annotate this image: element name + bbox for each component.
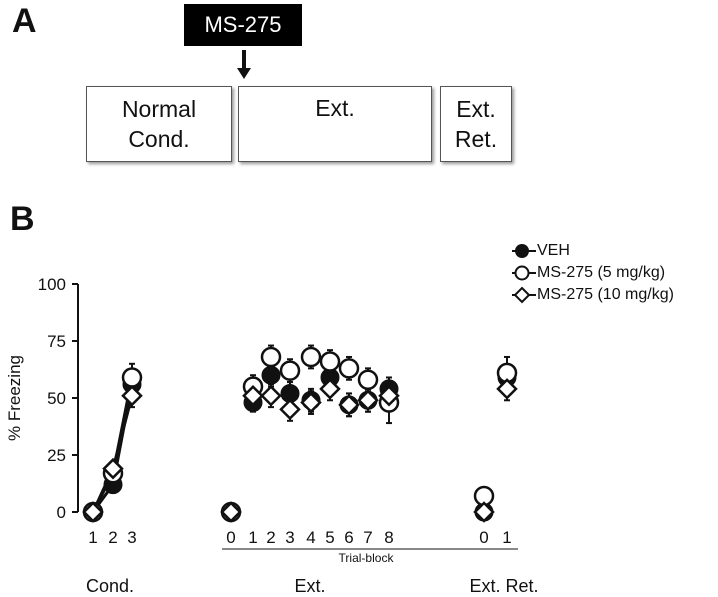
data-point-ms275-5 xyxy=(300,346,322,368)
y-tick-label: 25 xyxy=(47,446,66,465)
data-point-ms275-5 xyxy=(338,358,360,379)
y-tick-label: 100 xyxy=(38,275,66,294)
retrieval-label-2: Ret. xyxy=(454,126,498,152)
open-diamond-icon xyxy=(512,286,536,304)
data-point-ms275-10 xyxy=(473,501,495,523)
x-tick-label: 1 xyxy=(88,528,97,547)
y-tick-label: 0 xyxy=(57,503,66,522)
x-tick-label: 0 xyxy=(226,528,235,547)
extinction-phase-box: Ext. xyxy=(238,86,432,162)
legend-item-ms275-5: MS-275 (5 mg/kg) xyxy=(512,262,674,284)
x-tick-label: 1 xyxy=(248,528,257,547)
x-tick-label: 3 xyxy=(285,528,294,547)
y-tick-label: 50 xyxy=(47,389,66,408)
conditioning-label-1: Normal xyxy=(121,96,197,122)
data-point-ms275-5 xyxy=(319,351,341,372)
retrieval-phase-box: Ext. Ret. xyxy=(440,86,512,162)
chart-legend: VEH MS-275 (5 mg/kg) MS-275 (10 mg/kg) xyxy=(512,240,674,306)
data-point-ms275-10 xyxy=(378,384,400,407)
data-point-ms275-10 xyxy=(102,457,124,480)
x-tick-label: 3 xyxy=(127,528,136,547)
phase-label: Cond. xyxy=(86,576,134,596)
data-point-ms275-10 xyxy=(242,384,264,407)
data-point-ms275-5 xyxy=(260,346,282,368)
conditioning-label-2: Cond. xyxy=(128,126,190,152)
data-point-ms275-10 xyxy=(82,501,104,523)
filled-circle-icon xyxy=(512,244,536,258)
x-tick-label: 7 xyxy=(363,528,372,547)
legend-label: MS-275 (5 mg/kg) xyxy=(537,264,666,281)
data-point-veh xyxy=(261,365,281,385)
y-axis-label: % Freezing xyxy=(5,355,24,441)
x-tick-label: 2 xyxy=(108,528,117,547)
data-point-ms275-10 xyxy=(220,501,242,523)
data-point-ms275-10 xyxy=(300,391,322,414)
data-point-ms275-5 xyxy=(121,367,143,388)
x-tick-label: 6 xyxy=(344,528,353,547)
trial-block-label: Trial-block xyxy=(339,551,395,565)
legend-item-veh: VEH xyxy=(512,240,674,262)
x-tick-label: 8 xyxy=(384,528,393,547)
panel-a-label: A xyxy=(12,2,37,40)
open-circle-icon xyxy=(512,265,536,281)
data-point-ms275-10 xyxy=(357,389,379,412)
data-point-ms275-10 xyxy=(121,384,143,407)
data-point-ms275-10 xyxy=(260,384,282,407)
y-tick-label: 75 xyxy=(47,332,66,351)
x-tick-label: 2 xyxy=(266,528,275,547)
panel-b-label: B xyxy=(10,200,35,238)
cond-series-line xyxy=(91,395,134,513)
phase-label: Ext. xyxy=(294,576,325,596)
legend-label: VEH xyxy=(537,242,570,259)
legend-label: MS-275 (10 mg/kg) xyxy=(537,286,674,303)
x-tick-label: 4 xyxy=(306,528,315,547)
retrieval-label-1: Ext. xyxy=(456,96,496,122)
legend-item-ms275-10: MS-275 (10 mg/kg) xyxy=(512,284,674,306)
drug-injection-label: MS-275 xyxy=(184,4,302,46)
data-point-ms275-10 xyxy=(279,398,301,421)
data-point-ms275-5 xyxy=(279,360,301,381)
x-tick-label: 5 xyxy=(325,528,334,547)
x-tick-label: 1 xyxy=(502,528,511,547)
data-point-ms275-10 xyxy=(319,378,341,400)
phase-label: Ext. Ret. xyxy=(469,576,538,596)
data-point-ms275-10 xyxy=(496,378,518,400)
data-point-ms275-10 xyxy=(338,394,360,416)
data-point-ms275-5 xyxy=(357,369,379,391)
x-tick-label: 0 xyxy=(479,528,488,547)
extinction-label: Ext. xyxy=(315,95,355,121)
down-arrow-icon xyxy=(237,50,251,79)
